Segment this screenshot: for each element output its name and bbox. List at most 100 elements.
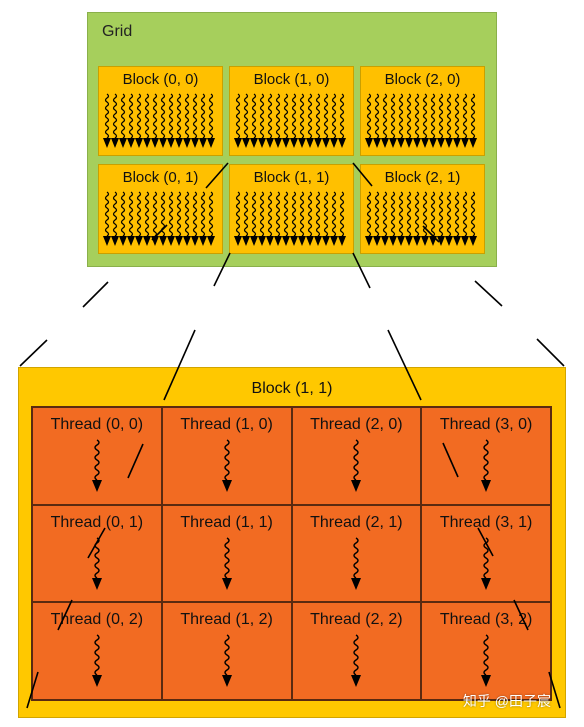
thread-arrowhead xyxy=(405,236,413,246)
thread-wave xyxy=(307,93,313,139)
thread-arrowhead xyxy=(119,236,127,246)
thread-wave xyxy=(454,93,460,139)
thread-arrowhead xyxy=(159,138,167,148)
thread-arrowhead xyxy=(234,138,242,148)
thread-arrowhead xyxy=(453,138,461,148)
thread-arrowhead xyxy=(183,236,191,246)
thread-1-2: Thread (1, 2) xyxy=(161,602,292,700)
thread-wave xyxy=(390,191,396,237)
thread-2-2: Thread (2, 2) xyxy=(291,602,422,700)
thread-wave xyxy=(414,191,420,237)
thread-arrow-icon xyxy=(481,634,492,688)
thread-wave xyxy=(259,191,265,237)
thread-waves-icon xyxy=(234,191,346,246)
thread-arrowhead xyxy=(481,577,492,590)
thread-arrowhead xyxy=(282,138,290,148)
thread-wave xyxy=(406,93,412,139)
block-0-1: Block (0, 1) xyxy=(98,164,223,254)
watermark: 知乎 @田子宸 xyxy=(462,693,551,709)
thread-arrow-icon xyxy=(351,537,362,590)
thread-arrowhead xyxy=(298,138,306,148)
thread-table: Thread (0, 0) Thread (1, 0) Thread (2, 0… xyxy=(31,406,552,701)
thread-arrowhead xyxy=(381,236,389,246)
thread-wave xyxy=(323,191,329,237)
thread-arrowhead xyxy=(234,236,242,246)
thread-label: Thread (0, 2) xyxy=(50,611,144,629)
thread-wave xyxy=(374,191,380,237)
connector-dash xyxy=(19,339,48,367)
thread-arrow-icon xyxy=(221,634,232,688)
thread-arrowhead xyxy=(221,480,232,492)
thread-wave xyxy=(94,537,100,579)
thread-arrow-icon xyxy=(91,439,102,492)
thread-arrowhead xyxy=(306,236,314,246)
block-label: Block (2, 1) xyxy=(384,169,461,186)
thread-wave xyxy=(414,93,420,139)
thread-arrowhead xyxy=(397,138,405,148)
thread-arrow-icon xyxy=(481,439,492,492)
thread-arrowhead xyxy=(322,138,330,148)
thread-waves-icon xyxy=(103,93,215,148)
thread-arrowhead xyxy=(250,138,258,148)
thread-wave xyxy=(454,191,460,237)
thread-wave xyxy=(160,191,166,237)
thread-arrowhead xyxy=(413,236,421,246)
thread-wave xyxy=(168,191,174,237)
thread-waves-icon xyxy=(365,93,477,148)
thread-wave xyxy=(152,191,158,237)
thread-arrowhead xyxy=(221,675,232,688)
thread-arrowhead xyxy=(127,236,135,246)
thread-wave xyxy=(243,93,249,139)
thread-wave xyxy=(398,191,404,237)
thread-wave xyxy=(374,93,380,139)
thread-wave xyxy=(144,191,150,237)
block-detail: Block (1, 1) Thread (0, 0) Thread (1, 0)… xyxy=(18,367,566,718)
thread-label: Thread (3, 2) xyxy=(439,611,533,629)
connector-dash xyxy=(82,281,109,308)
thread-wave xyxy=(94,439,100,481)
thread-1-0: Thread (1, 0) xyxy=(161,407,292,505)
thread-wave xyxy=(422,93,428,139)
thread-arrowhead xyxy=(207,138,215,148)
thread-wave xyxy=(438,93,444,139)
thread-wave xyxy=(112,191,118,237)
thread-wave xyxy=(128,93,134,139)
thread-arrowhead xyxy=(175,236,183,246)
thread-wave xyxy=(223,634,230,676)
thread-waves-icon xyxy=(234,93,346,148)
thread-wave xyxy=(353,537,360,579)
thread-2-1: Thread (2, 1) xyxy=(291,504,422,603)
thread-wave xyxy=(120,93,126,139)
thread-wave xyxy=(94,634,100,676)
block-label: Block (2, 0) xyxy=(384,71,461,88)
thread-wave xyxy=(315,191,321,237)
thread-arrowhead xyxy=(119,138,127,148)
block-label: Block (1, 0) xyxy=(253,71,330,88)
thread-arrowhead xyxy=(250,236,258,246)
thread-waves-icon xyxy=(103,191,215,246)
thread-arrowhead xyxy=(143,236,151,246)
thread-arrow-icon xyxy=(91,634,102,688)
thread-arrowhead xyxy=(111,236,119,246)
thread-arrowhead xyxy=(405,138,413,148)
thread-arrowhead xyxy=(314,138,322,148)
thread-wave xyxy=(243,191,249,237)
thread-wave xyxy=(438,191,444,237)
thread-wave xyxy=(422,191,428,237)
thread-arrowhead xyxy=(91,577,102,590)
thread-arrowhead xyxy=(274,236,282,246)
thread-arrowhead xyxy=(445,138,453,148)
thread-arrowhead xyxy=(429,236,437,246)
thread-arrowhead xyxy=(191,236,199,246)
thread-1-1: Thread (1, 1) xyxy=(161,504,292,603)
thread-arrowhead xyxy=(127,138,135,148)
thread-wave xyxy=(176,93,182,139)
thread-label: Thread (2, 1) xyxy=(310,513,403,531)
thread-wave xyxy=(223,439,230,481)
thread-arrowhead xyxy=(421,236,429,246)
thread-arrowhead xyxy=(437,236,445,246)
thread-arrowhead xyxy=(469,138,477,148)
thread-wave xyxy=(184,191,190,237)
thread-wave xyxy=(470,93,476,139)
